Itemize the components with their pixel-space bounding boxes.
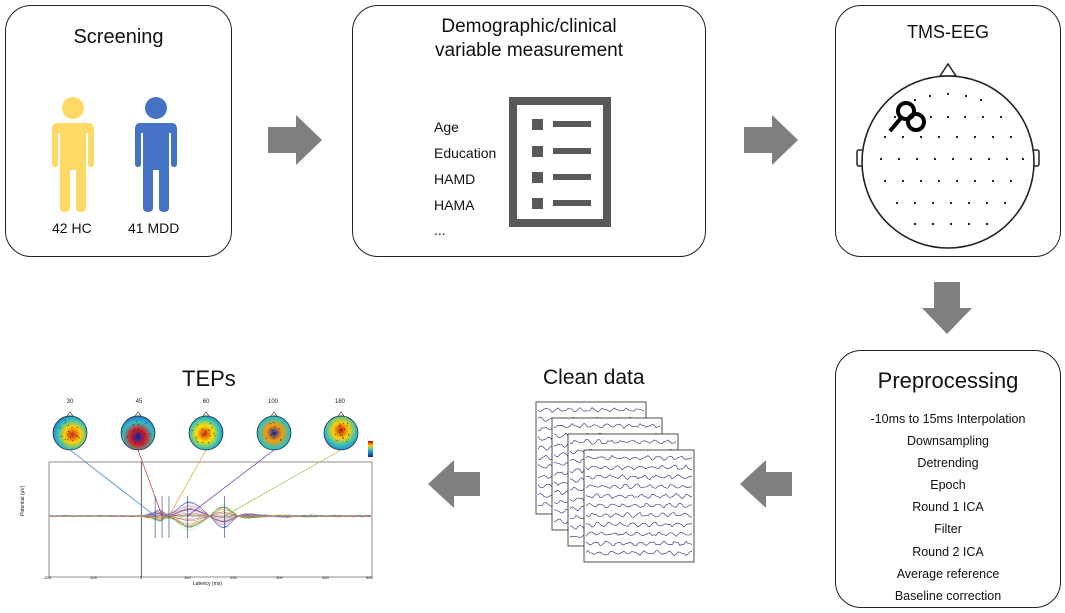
topomap: [120, 411, 156, 451]
x-tick-label: 400: [322, 575, 329, 580]
preprocessing-step: Epoch: [930, 478, 966, 493]
hc-count-label: 42 HC: [52, 220, 92, 236]
tep-figure: [48, 411, 373, 578]
x-tick-label: 200: [230, 575, 237, 580]
arrow-left-icon: [428, 460, 480, 508]
preprocessing-step: Round 1 ICA: [912, 500, 984, 515]
eeg-trace-sheet: [583, 449, 695, 563]
demographic-title-line2: variable measurement: [435, 40, 623, 61]
butterfly-plot: [48, 449, 373, 578]
arrow-down-icon: [922, 282, 972, 334]
topo-latency-label: 100: [267, 399, 278, 405]
tep-trace: [49, 515, 372, 517]
arrow-left-icon: [740, 460, 792, 508]
x-tick-label: 0: [140, 575, 143, 580]
topomap: [256, 411, 292, 451]
arrow-right-icon: [268, 115, 322, 165]
tms-eeg-title: TMS-EEG: [906, 22, 989, 42]
x-tick-label: 300: [276, 575, 283, 580]
checklist-icon: [509, 97, 611, 227]
topo-latency-label: 30: [66, 399, 74, 405]
demographic-box: Demographic/clinical variable measuremen…: [352, 5, 706, 257]
teps-title: TEPs: [182, 366, 236, 391]
preprocessing-title: Preprocessing: [877, 368, 1019, 393]
variable-item: Age: [434, 119, 459, 135]
preprocessing-steps: -10ms to 15ms Interpolation Downsampling…: [835, 0, 1061, 613]
topomap: [323, 411, 359, 451]
demographic-title-line1: Demographic/clinical: [441, 16, 617, 37]
x-tick-label: 100: [184, 575, 191, 580]
topomap: [52, 411, 88, 451]
topomap: [188, 411, 224, 451]
arrow-right-icon: [744, 115, 798, 165]
x-axis-label: Latency (ms): [193, 581, 222, 587]
electrode-dots: [879, 92, 1025, 226]
clean-data-traces: [535, 401, 695, 563]
clean-data-title: Clean data: [543, 366, 645, 389]
topo-latency-label: 45: [135, 399, 143, 405]
variable-item: HAMA: [434, 197, 475, 213]
mdd-count-label: 41 MDD: [128, 220, 180, 236]
preprocessing-step: Baseline correction: [894, 588, 1002, 603]
colorbar: [368, 441, 373, 457]
topo-connector: [187, 449, 275, 517]
tep-trace: [48, 512, 371, 521]
screening-title: Screening: [73, 26, 164, 48]
preprocessing-step: Downsampling: [907, 434, 989, 449]
preprocessing-step: Round 2 ICA: [912, 544, 984, 559]
hc-person-icon: [52, 97, 94, 212]
mdd-person-icon: [135, 97, 177, 212]
y-axis-label: Potential (μV): [20, 485, 26, 516]
screening-box: Screening: [5, 5, 232, 257]
eeg-head-icon: [856, 62, 1040, 249]
variable-item: Education: [434, 145, 497, 161]
topo-connector: [168, 449, 207, 517]
preprocessing-step: Filter: [934, 522, 962, 537]
topo-connector: [69, 449, 156, 517]
x-tick-label: -200: [43, 575, 52, 580]
topo-latency-label: 180: [334, 399, 345, 405]
tms-coil-icon: [888, 101, 926, 133]
x-tick-label: 500: [366, 575, 373, 580]
preprocessing-box: Preprocessing: [835, 350, 1061, 608]
topo-connector: [224, 449, 342, 517]
variable-item: HAMD: [434, 171, 476, 187]
topo-latency-label: 60: [202, 399, 210, 405]
variable-item: ...: [434, 222, 446, 238]
preprocessing-step: Average reference: [896, 566, 1000, 581]
preprocessing-step: -10ms to 15ms Interpolation: [870, 412, 1026, 426]
preprocessing-step: Detrending: [917, 456, 979, 471]
x-tick-label: -100: [89, 575, 98, 580]
x-tick-labels: -200 -100 0 100 200 300 400 500: [30, 575, 382, 583]
topo-connector: [137, 449, 163, 517]
